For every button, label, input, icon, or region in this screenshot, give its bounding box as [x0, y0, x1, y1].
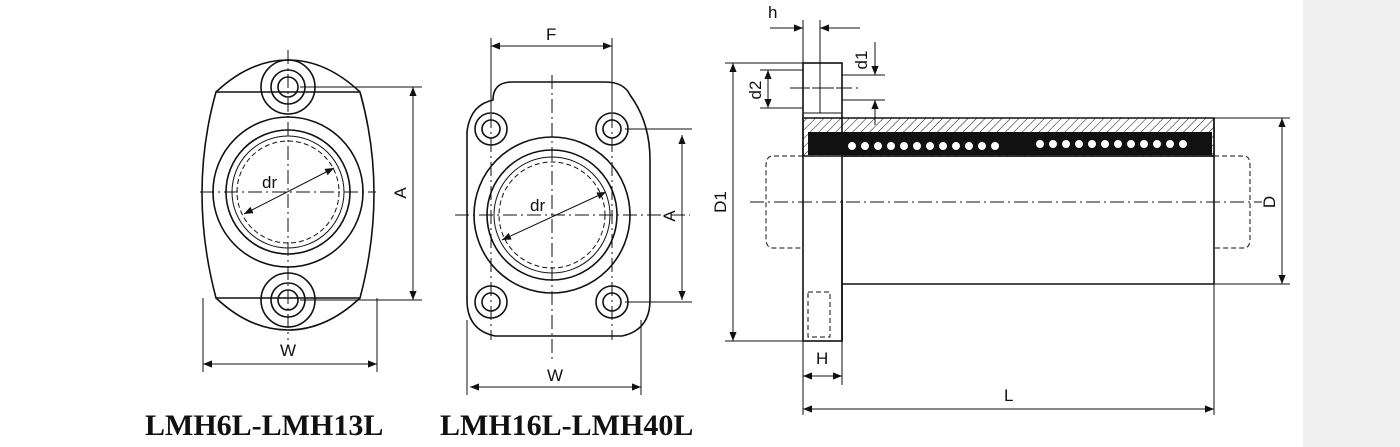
- background-strip: [1303, 0, 1400, 447]
- d1-label: d1: [852, 51, 871, 70]
- w-label-large: W: [547, 366, 563, 385]
- flange-view-large: dr F A W: [455, 25, 692, 395]
- D-label: D: [1260, 196, 1279, 208]
- flange-outline-large: [466, 81, 651, 337]
- f-label: F: [546, 25, 556, 44]
- dr-label-large: dr: [530, 196, 545, 215]
- dr-label-small: dr: [262, 173, 277, 192]
- side-section-view: h d1 d2 D1 D H L: [711, 3, 1290, 415]
- caption-large-series: LMH16L-LMH40L: [440, 409, 693, 442]
- flange-view-small: dr A W: [200, 50, 422, 372]
- w-label-small: W: [280, 341, 296, 360]
- d2-label: d2: [746, 81, 765, 100]
- L-label: L: [1004, 386, 1013, 405]
- caption-small-series: LMH6L-LMH13L: [145, 409, 383, 442]
- ball-row: [847, 139, 1188, 151]
- D1-label: D1: [711, 191, 730, 213]
- a-label-small: A: [391, 187, 410, 199]
- dr-dimension-line: [243, 167, 335, 215]
- h-label: h: [768, 3, 777, 22]
- a-label-large: A: [660, 210, 679, 222]
- H-label: H: [816, 349, 828, 368]
